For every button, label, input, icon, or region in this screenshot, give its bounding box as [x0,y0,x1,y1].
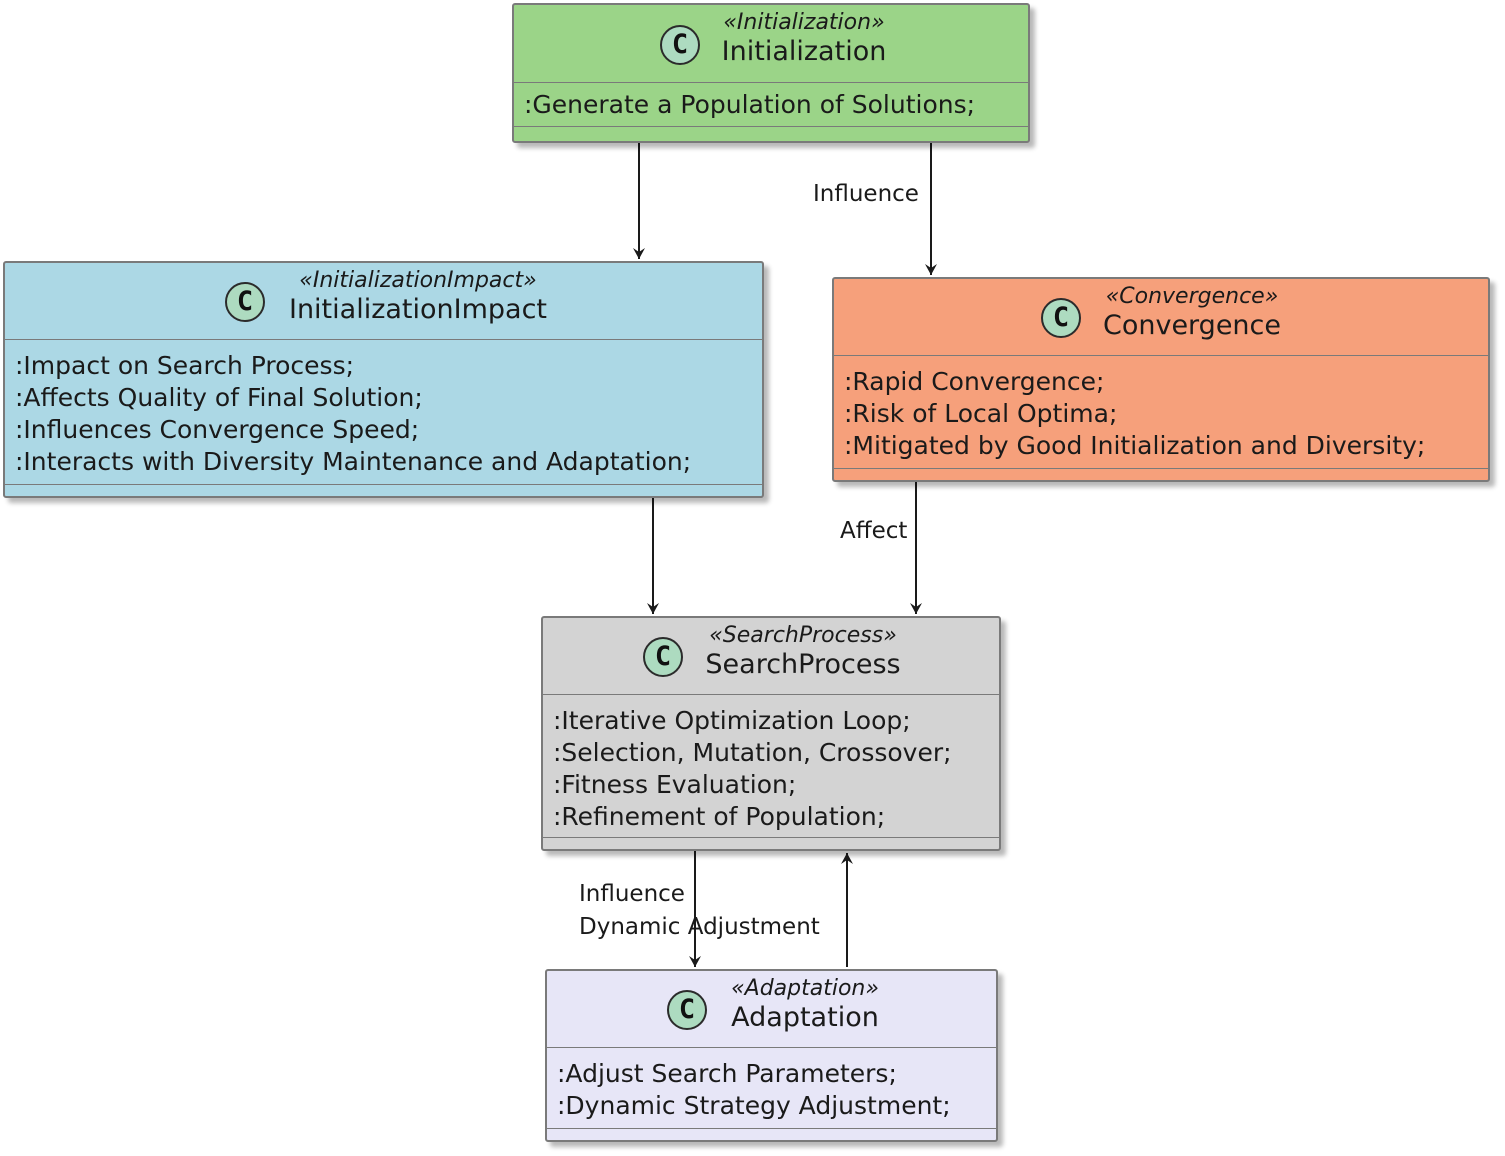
class-c-icon: C [660,25,700,65]
attribute: :Influences Convergence Speed; [15,415,420,444]
class-c-icon: C [1041,298,1081,338]
attribute: :Fitness Evaluation; [553,770,797,799]
edge-label-affect: Affect [840,518,908,544]
class-c-icon: C [643,637,683,677]
class-name: Convergence [1102,310,1282,341]
class-titles: «SearchProcess» SearchProcess [695,623,911,681]
class-attributes: :Rapid Convergence; :Risk of Local Optim… [834,356,1488,469]
attribute: :Risk of Local Optima; [844,399,1118,428]
class-stereotype: «Adaptation» [731,976,879,1001]
edge-label-influence-convergence: Influence [813,181,919,207]
class-adaptation[interactable]: C «Adaptation» Adaptation :Adjust Search… [545,969,998,1142]
class-header: C «InitializationImpact» InitializationI… [5,263,762,340]
class-attributes: :Impact on Search Process; :Affects Qual… [5,340,762,485]
class-attributes: :Generate a Population of Solutions; [514,83,1028,127]
class-stereotype: «SearchProcess» [709,623,897,648]
attribute: :Generate a Population of Solutions; [524,90,976,119]
class-convergence[interactable]: C «Convergence» Convergence :Rapid Conve… [832,277,1490,482]
class-titles: «InitializationImpact» InitializationImp… [277,268,559,326]
attribute: :Rapid Convergence; [844,367,1105,396]
class-initialization-impact[interactable]: C «InitializationImpact» InitializationI… [3,261,764,498]
attribute: :Selection, Mutation, Crossover; [553,738,952,767]
class-header: C «Convergence» Convergence [834,279,1488,356]
class-titles: «Convergence» Convergence [1092,284,1292,342]
class-stereotype: «InitializationImpact» [299,268,537,293]
attribute: :Interacts with Diversity Maintenance an… [15,447,692,476]
attribute: :Impact on Search Process; [15,351,355,380]
class-attributes: :Adjust Search Parameters; :Dynamic Stra… [547,1048,996,1129]
class-name: Initialization [721,36,887,67]
class-titles: «Adaptation» Adaptation [717,976,893,1034]
attribute: :Iterative Optimization Loop; [553,706,911,735]
class-stereotype: «Initialization» [723,10,885,35]
attribute: :Refinement of Population; [553,802,886,831]
attribute: :Adjust Search Parameters; [557,1059,897,1088]
class-c-icon: C [225,282,265,322]
class-titles: «Initialization» Initialization [704,10,904,68]
class-initialization[interactable]: C «Initialization» Initialization :Gener… [512,3,1030,143]
class-c-icon: C [667,990,707,1030]
class-search-process[interactable]: C «SearchProcess» SearchProcess :Iterati… [541,616,1001,851]
attribute: :Affects Quality of Final Solution; [15,383,423,412]
class-header: C «Adaptation» Adaptation [547,971,996,1048]
attribute: :Dynamic Strategy Adjustment; [557,1091,951,1120]
edge-label-influence-adaptation: Influence [579,881,685,907]
class-header: C «Initialization» Initialization [514,5,1028,83]
class-name: SearchProcess [705,649,901,680]
class-name: Adaptation [731,1002,879,1033]
attribute: :Mitigated by Good Initialization and Di… [844,431,1426,460]
class-attributes: :Iterative Optimization Loop; :Selection… [543,695,999,838]
class-header: C «SearchProcess» SearchProcess [543,618,999,695]
class-name: InitializationImpact [288,294,548,325]
edge-label-dynamic-adjustment: Dynamic Adjustment [579,914,820,940]
class-stereotype: «Convergence» [1105,284,1279,309]
